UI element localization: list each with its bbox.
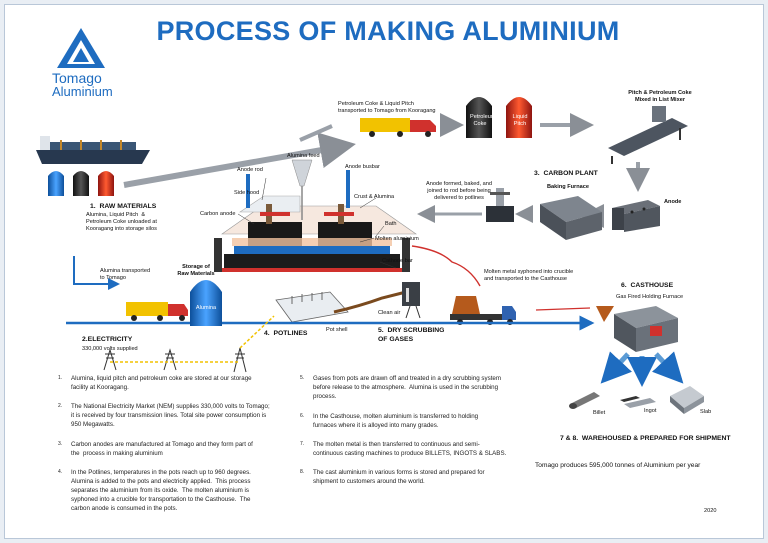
alumina-transported-label: Alumina transported to Tomago — [100, 268, 151, 281]
note-item: 4. In the Potlines, temperatures in the … — [58, 469, 251, 512]
raw-materials-desc: Alumina, Liquid Pitch & Petroleum Coke u… — [86, 212, 157, 232]
notes-left: 1. Alumina, liquid pitch and petroleum c… — [58, 374, 288, 524]
note-item: 1. Alumina, liquid pitch and petroleum c… — [58, 375, 252, 391]
production-label: Tomago produces 595,000 tonnes of Alumin… — [535, 462, 701, 469]
electricity-desc: 330,000 volts supplied — [82, 346, 138, 352]
alumina-feed-label: Alumina feed — [287, 153, 320, 159]
syphon-line — [411, 245, 481, 287]
carbon-plant-title: 3. CARBON PLANT — [534, 170, 598, 177]
slab-label: Slab — [700, 409, 712, 415]
pot-shell-label: Pot shell — [326, 327, 348, 333]
electrolysis-cell-icon — [214, 195, 417, 272]
dry-scrubbing-title: 5. DRY SCRUBBING OF GASES — [378, 327, 445, 343]
potlines-title: 4. POTLINES — [264, 330, 308, 337]
tanker-truck-icon — [360, 118, 436, 137]
anode-formed-label: Anode formed, baked, and joined to rod b… — [426, 181, 492, 201]
gas-furnace-label: Gas Fired Holding Furnace — [616, 294, 684, 300]
carbon-anode-label: Carbon anode — [200, 211, 236, 217]
side-hood-label: Side hood — [234, 190, 260, 196]
anode-rod-label: Anode rod — [237, 167, 263, 173]
bath-label: Bath — [385, 221, 397, 227]
note-item: 2. The National Electricity Market (NEM)… — [58, 403, 270, 428]
alumina-feed-icon — [291, 159, 313, 187]
pot-shell-icon — [275, 291, 349, 323]
anode-busbar-label: Anode busbar — [345, 164, 380, 170]
list-mixer-icon — [608, 106, 688, 164]
note-item: 5. Gases from pots are drawn off and tre… — [300, 375, 502, 400]
year-label: 2020 — [704, 508, 717, 514]
anode-rod-assembly-icon — [486, 188, 514, 222]
ingot-label: Ingot — [644, 408, 657, 414]
holding-furnace-icon — [596, 306, 678, 352]
logo-subtitle: Aluminium — [52, 84, 113, 99]
alumina-silo-icon — [190, 280, 222, 326]
note-item: 7. The molten metal is then transferred … — [300, 441, 507, 457]
cathode-bar-label: Cathode bar — [382, 258, 413, 264]
alumina-truck-icon — [126, 302, 188, 321]
tomago-logo-icon — [57, 28, 105, 68]
anode-rod-icon — [246, 174, 250, 208]
pitch-silo-label: Liquid Pitch — [512, 114, 528, 127]
cargo-ship-icon — [36, 136, 150, 164]
crust-alumina-label: Crust & Alumina — [354, 194, 395, 200]
raw-material-silos-icon — [48, 171, 114, 196]
anode-busbar-icon — [346, 170, 350, 208]
page-title: PROCESS OF MAKING ALUMINIUM — [156, 16, 620, 46]
note-item: 6. In the Casthouse, molten aluminium is… — [300, 413, 479, 429]
pitch-silo-icon — [506, 97, 532, 138]
baking-furnace-icon — [540, 196, 602, 240]
note-item: 8. The cast aluminium in various forms i… — [300, 469, 485, 485]
note-item: 3. Carbon anodes are manufactured at Tom… — [58, 441, 253, 457]
alumina-silo-label: Alumina — [195, 305, 217, 311]
baking-furnace-label: Baking Furnace — [547, 184, 589, 190]
warehouse-title: 7 & 8. WAREHOUSED & PREPARED FOR SHIPMEN… — [560, 435, 731, 442]
crucible-truck-icon — [450, 296, 516, 325]
petcoke-transport-label: Petroleum Coke & Liquid Pitch transporte… — [338, 101, 436, 114]
petcoke-silo-label: Petroleum Coke — [470, 114, 496, 127]
casthouse-title: 6. CASTHOUSE — [621, 282, 674, 289]
dry-scrubber-icon — [402, 282, 421, 319]
storage-raw-label: Storage of Raw Materials — [177, 264, 215, 277]
billet-label: Billet — [593, 410, 606, 416]
anode-label: Anode — [664, 199, 682, 205]
clean-air-label: Clean air — [378, 310, 401, 316]
electricity-title: 2.ELECTRICITY — [82, 336, 133, 343]
molten-siphoned-label: Molten metal syphoned into crucible and … — [484, 269, 574, 282]
anode-blocks-icon — [612, 200, 660, 232]
logo-name: Tomago — [52, 70, 102, 86]
ingot-icon — [620, 396, 656, 408]
molten-aluminium-label: Molten aluminium — [375, 236, 419, 242]
raw-materials-title: 1. RAW MATERIALS — [90, 203, 157, 210]
gas-duct — [333, 290, 407, 314]
mixer-label: Pitch & Petroleum Coke Mixed in List Mix… — [628, 90, 692, 103]
slab-icon — [670, 386, 704, 414]
petcoke-silo-icon — [466, 97, 492, 138]
billet-icon — [569, 392, 600, 409]
notes-right: 5. Gases from pots are drawn off and tre… — [300, 374, 530, 494]
